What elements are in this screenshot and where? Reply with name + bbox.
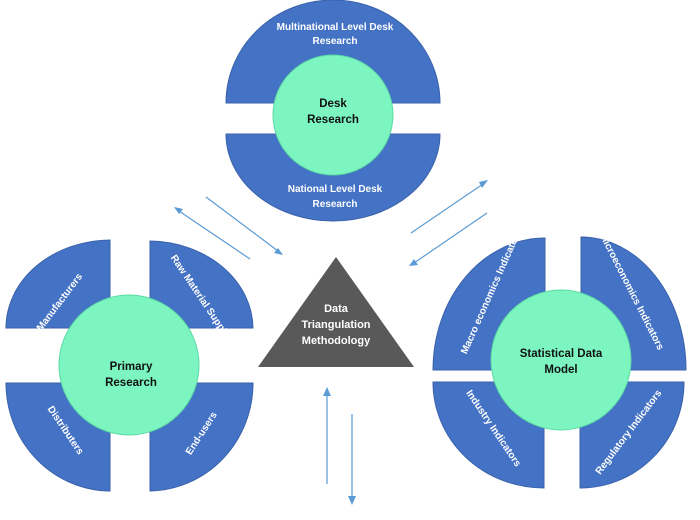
desk-bottom-label-1: National Level Desk [288, 184, 383, 195]
arrow-from-desk [413, 212, 488, 264]
statistical-model-cluster: Statistical Data Model Macro economics I… [432, 228, 687, 489]
desk-top-label-1: Multinational Level Desk [277, 22, 394, 33]
primary-hub-line-1: Primary [110, 361, 153, 373]
connector-arrows [174, 180, 488, 505]
desk-research-cluster: Desk Research Multinational Level Desk R… [225, 0, 441, 222]
desk-top-segment [225, 0, 441, 104]
arrow-from-primary-head [274, 248, 283, 255]
center-line-1: Data [324, 303, 349, 315]
arrow-down-head [348, 496, 356, 505]
desk-top-label-2: Research [312, 36, 357, 47]
arrow-from-primary [205, 196, 279, 252]
statistical-hub-line-1: Statistical Data [520, 348, 603, 360]
statistical-hub-line-2: Model [544, 364, 577, 376]
arrow-from-desk-head [409, 259, 418, 266]
primary-research-cluster: Primary Research Manufacturers Raw Mater… [5, 239, 254, 492]
center-line-2: Triangulation [301, 319, 370, 331]
data-triangulation-cluster: Data Triangulation Methodology [258, 257, 414, 367]
statistical-model-hub [490, 289, 632, 431]
primary-research-hub [58, 294, 200, 436]
center-line-3: Methodology [302, 335, 371, 347]
desk-research-hub [272, 54, 394, 176]
primary-top-left-segment [5, 239, 111, 329]
desk-bottom-label-2: Research [312, 199, 357, 210]
arrow-to-desk-head [479, 180, 488, 188]
arrow-up-head [323, 387, 331, 396]
desk-bottom-segment [225, 133, 441, 222]
primary-top-right-segment [149, 240, 254, 329]
arrow-to-desk [410, 183, 484, 234]
arrow-to-primary-head [174, 207, 183, 214]
desk-hub-line-1: Desk [319, 98, 347, 110]
arrow-to-primary [178, 210, 251, 260]
primary-hub-line-2: Research [105, 377, 157, 389]
desk-hub-line-2: Research [307, 114, 359, 126]
triangulation-triangle [258, 257, 414, 367]
